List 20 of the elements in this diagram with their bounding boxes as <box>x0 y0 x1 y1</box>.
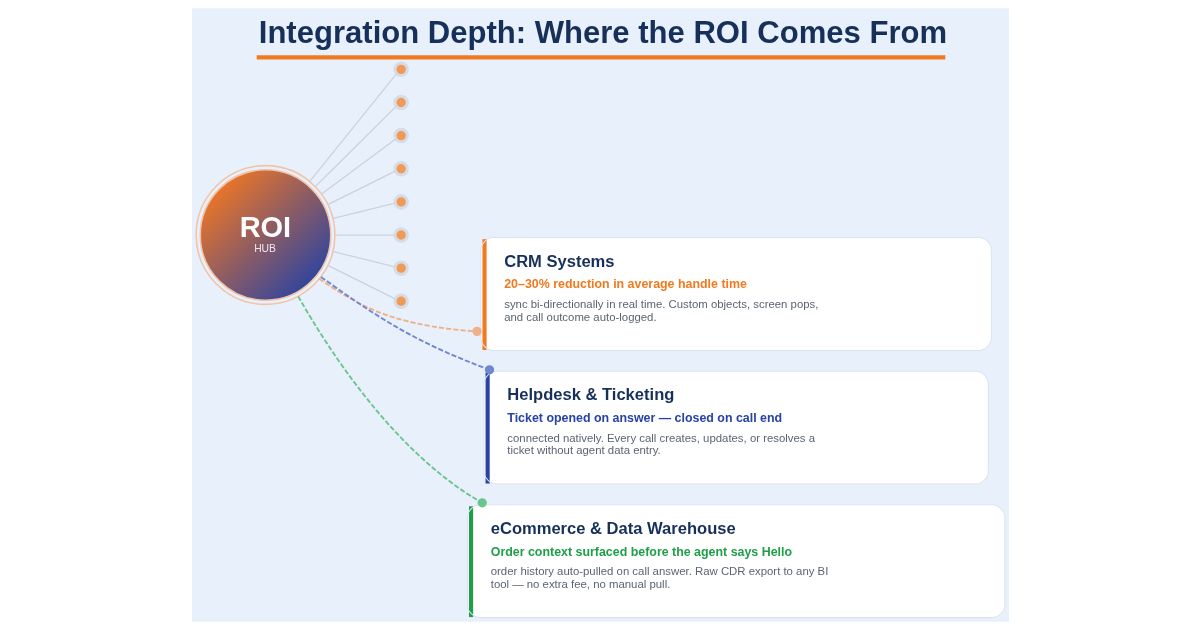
connector <box>320 138 396 195</box>
node-circle <box>392 94 409 111</box>
connector <box>308 73 397 182</box>
connector <box>319 276 494 375</box>
connector <box>327 170 396 205</box>
node-circle <box>392 227 409 243</box>
diagram-title: Integration Depth: Where the ROI Comes From <box>258 14 947 50</box>
connector <box>296 295 487 508</box>
node-circle: ROI HUB <box>194 164 336 306</box>
connector <box>314 106 397 187</box>
connector <box>317 277 482 336</box>
node-circle <box>392 160 409 177</box>
connector <box>331 202 396 220</box>
node-circle <box>392 194 409 210</box>
connector <box>331 250 396 268</box>
node-circle <box>392 127 409 144</box>
connector <box>327 265 396 300</box>
node-circle <box>392 61 409 78</box>
node-circle <box>392 260 409 276</box>
node-circle <box>392 293 409 310</box>
